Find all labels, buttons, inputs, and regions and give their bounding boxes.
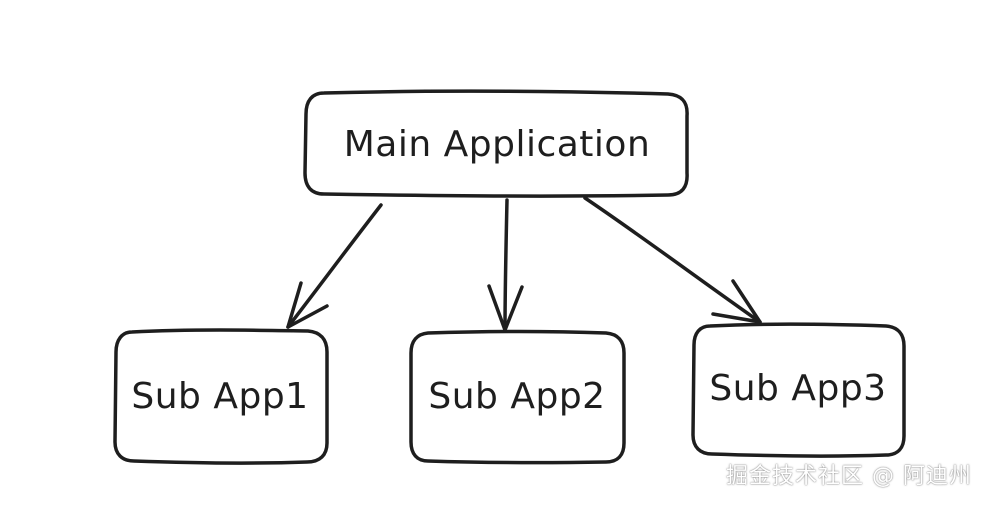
arrow-main-to-sub-app2: [487, 198, 524, 332]
node-sub-app3[interactable]: Sub App3: [691, 322, 906, 458]
node-main-application-label: Main Application: [344, 124, 651, 165]
arrow-main-to-sub-app2-head: [487, 284, 524, 332]
watermark-text: 掘金技术社区 @ 阿迪州: [726, 464, 972, 489]
arrow-main-to-sub-app2-line: [503, 198, 509, 332]
node-sub-app2-label: Sub App2: [428, 376, 605, 417]
node-sub-app2[interactable]: Sub App2: [409, 329, 626, 465]
arrow-main-to-sub-app3: [583, 196, 762, 324]
node-sub-app1-label: Sub App1: [131, 376, 308, 417]
node-main-application-border: [303, 89, 689, 198]
arrow-main-to-sub-app1: [286, 203, 383, 329]
arrow-main-to-sub-app3-line: [583, 196, 762, 324]
arrow-main-to-sub-app3-head: [711, 279, 762, 324]
node-sub-app3-label: Sub App3: [709, 368, 886, 409]
arrow-main-to-sub-app1-head: [286, 281, 329, 329]
node-sub-app1-border: [113, 328, 329, 465]
arrow-main-to-sub-app1-line: [286, 203, 383, 329]
node-main-application[interactable]: Main Application: [303, 89, 689, 198]
node-sub-app3-border: [691, 322, 906, 458]
node-sub-app1[interactable]: Sub App1: [113, 328, 329, 465]
node-sub-app2-border: [409, 329, 626, 465]
